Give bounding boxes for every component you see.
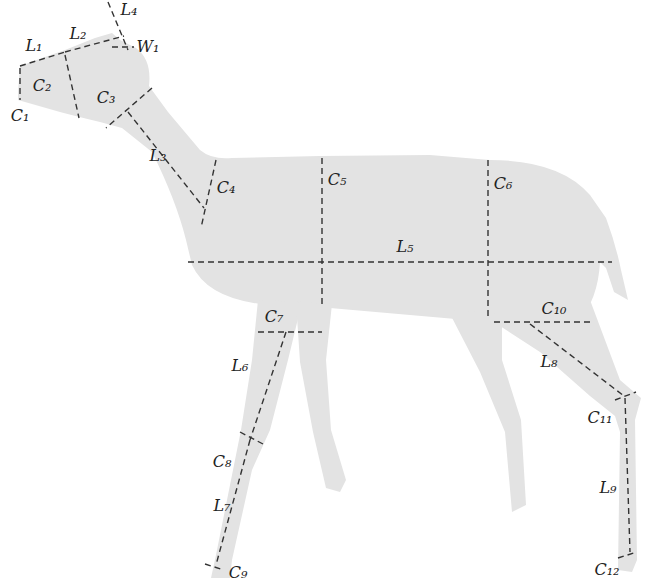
dashed-line (250, 332, 286, 440)
dashed-line (494, 321, 594, 322)
measurement-label: C₃ (97, 90, 116, 106)
measurement-label: C₅ (328, 172, 347, 188)
dashed-line (205, 564, 224, 570)
dashed-line (112, 46, 134, 47)
dashed-line (20, 52, 65, 66)
measurement-label: L₂ (69, 26, 86, 42)
dashed-line (530, 324, 624, 396)
measurement-label: L₃ (149, 148, 166, 164)
measurement-label: L₈ (540, 354, 557, 370)
dashed-line (65, 55, 79, 118)
measurement-label: C₆ (494, 176, 513, 192)
measurement-label: C₁₀ (541, 301, 566, 317)
measurement-label: C₂ (33, 78, 52, 94)
measurement-label: C₁ (11, 108, 30, 124)
measurement-label: C₈ (213, 454, 232, 470)
measurement-label: C₄ (217, 180, 236, 196)
dashed-line (321, 158, 322, 306)
dashed-line (19, 68, 20, 100)
hind-leg (488, 300, 641, 572)
measurement-label: L₅ (396, 239, 413, 255)
measurement-lines (20, 2, 637, 570)
dashed-line (625, 398, 630, 552)
dashed-line (188, 261, 612, 262)
measurement-label: C₁₂ (594, 562, 619, 578)
deer-silhouette (18, 33, 641, 578)
dashed-line (487, 160, 488, 318)
dashed-line (240, 432, 263, 444)
measurement-label: C₇ (265, 309, 284, 325)
measurement-label: L₁ (25, 38, 42, 54)
dashed-line (201, 160, 216, 228)
hind-leg-far (448, 310, 526, 512)
measurement-label: L₉ (599, 480, 616, 496)
front-leg (211, 300, 302, 578)
measurement-label: W₁ (137, 39, 160, 55)
measurement-label: C₉ (229, 565, 248, 581)
measurement-label: C₁₁ (587, 410, 612, 426)
measurement-label: L₆ (231, 358, 248, 374)
measurement-label: L₄ (120, 2, 137, 18)
dashed-line (258, 331, 322, 332)
deer-body (18, 33, 628, 322)
measurement-label: L₇ (213, 498, 230, 514)
dashed-line (128, 112, 204, 208)
front-leg-far (296, 302, 346, 492)
dashed-line (618, 552, 637, 558)
